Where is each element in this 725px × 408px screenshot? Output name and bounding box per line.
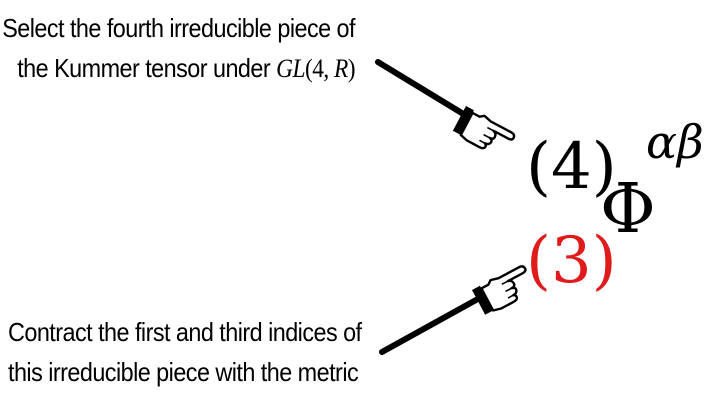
pointing-hand-icon [472, 265, 527, 315]
top-annotation: Select the fourth irreducible piece of t… [2, 8, 355, 89]
upper-pointer-line [375, 59, 473, 121]
top-annotation-line-1: Select the fourth irreducible piece of [2, 13, 355, 43]
bottom-annotation: Contract the first and third indices of … [8, 312, 362, 392]
lower-pointer-line [379, 297, 479, 355]
phi-symbol: Φ [600, 170, 656, 249]
bottom-annotation-line-2: this irreducible piece with the metric [8, 357, 359, 387]
pointing-hand-icon [452, 106, 516, 150]
superscript-indices: αβ [646, 115, 704, 169]
lower-index-label: (3) [526, 224, 617, 298]
bottom-annotation-line-1: Contract the first and third indices of [8, 317, 362, 347]
field-symbol: R [333, 54, 348, 83]
top-annotation-line-2: the Kummer tensor under GL(4, R) [2, 48, 355, 89]
group-symbol: GL [276, 54, 305, 83]
group-close-paren: ) [347, 54, 356, 83]
top-annotation-line-2-text: the Kummer tensor under [17, 53, 277, 83]
group-arguments: (4, [304, 54, 334, 83]
upper-index-label: (4) [526, 130, 617, 204]
